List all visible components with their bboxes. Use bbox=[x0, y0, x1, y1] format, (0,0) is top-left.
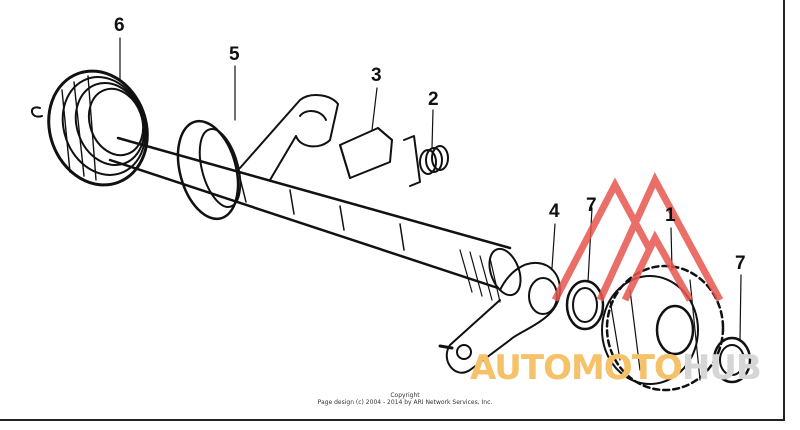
part-2-spring bbox=[403, 135, 449, 187]
watermark-logo-mark bbox=[551, 172, 724, 302]
part-7a-washer bbox=[565, 279, 605, 331]
copyright-line-1: Copyright bbox=[390, 392, 420, 399]
callout-6: 6 bbox=[114, 15, 125, 36]
callout-7b: 7 bbox=[735, 253, 746, 274]
callout-5: 5 bbox=[229, 44, 240, 65]
frame-border-right bbox=[783, 0, 785, 420]
part-3-ratchet bbox=[339, 127, 393, 179]
part-5-collar bbox=[176, 119, 242, 221]
part-7b-washer bbox=[712, 336, 752, 384]
callout-3: 3 bbox=[371, 65, 382, 86]
stopper-plate bbox=[239, 94, 339, 181]
watermark-text-part1: AUTOMOTO bbox=[470, 348, 683, 388]
frame-border-bottom bbox=[0, 419, 785, 421]
callout-4: 4 bbox=[549, 201, 560, 222]
copyright-line-2: Page design (c) 2004 - 2014 by ARI Netwo… bbox=[317, 399, 493, 406]
watermark-text-part2: HUB bbox=[681, 348, 762, 388]
part-1-gear bbox=[601, 264, 725, 392]
kick-starter-shaft bbox=[108, 136, 522, 303]
copyright-notice: Copyright Page design (c) 2004 - 2014 by… bbox=[300, 392, 510, 406]
watermark-text: AUTOMOTOHUB bbox=[470, 348, 762, 388]
callout-2: 2 bbox=[428, 89, 439, 110]
part-6-spring bbox=[31, 69, 149, 187]
callout-7a: 7 bbox=[586, 195, 597, 216]
callout-1: 1 bbox=[665, 205, 676, 226]
leader-lines bbox=[119, 37, 742, 341]
